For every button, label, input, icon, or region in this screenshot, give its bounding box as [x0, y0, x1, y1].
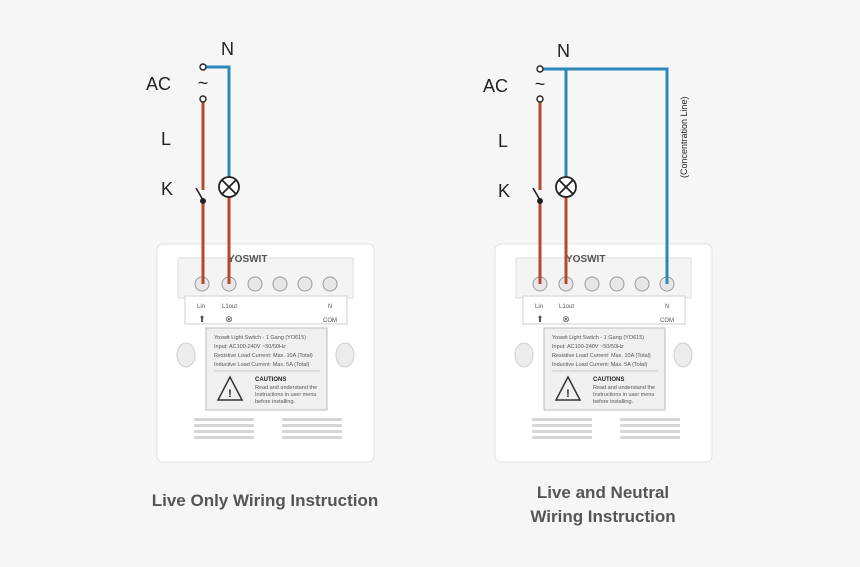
ac-wave-icon: ~ — [535, 74, 546, 94]
lamp-icon — [555, 176, 577, 198]
caution-line-2: Instructions in user menu — [593, 392, 654, 398]
terminal-label-com: COM — [323, 318, 337, 324]
label-k: K — [161, 179, 173, 199]
warning-triangle-icon — [554, 375, 582, 401]
label-ac: AC — [483, 76, 508, 96]
caution-line-1: Read and understand the — [593, 385, 655, 391]
ac-source-symbol — [199, 63, 207, 103]
switch-k-symbol — [195, 187, 207, 205]
terminal-label-n: N — [328, 304, 332, 310]
info-input: Input: AC100-240V ~50/50Hz — [214, 344, 286, 350]
up-arrow-icon: ⬆ — [198, 314, 206, 324]
lamp-small-icon: ⊗ — [562, 314, 570, 324]
label-ac: AC — [146, 74, 171, 94]
brand-logo: YOSWIT — [228, 254, 267, 265]
info-inductive: Inductive Load Current: Max. 5A (Total) — [552, 362, 648, 368]
concentration-line-wire — [566, 67, 669, 284]
cautions-heading: CAUTIONS — [593, 377, 624, 383]
svg-text:!: ! — [566, 388, 570, 400]
lamp-icon — [218, 176, 240, 198]
ac-wave-icon: ~ — [198, 73, 209, 93]
caution-line-2: Instructions in user menu — [255, 392, 316, 398]
switch-k-symbol — [532, 187, 544, 205]
live-only-wiring-svg: ! ⬆ ⊗ YOSWIT Lin L1out N COM Yoswit Ligh… — [146, 39, 375, 463]
switch-device: ! ⬆ ⊗ — [494, 243, 713, 463]
info-title: Yoswit Light Switch - 1 Gang (YO615) — [552, 335, 644, 341]
label-k: K — [498, 181, 510, 201]
label-l: L — [498, 131, 508, 151]
cautions-heading: CAUTIONS — [255, 377, 286, 383]
warning-triangle-icon — [216, 375, 244, 401]
terminal-label-com: COM — [660, 318, 674, 324]
label-n: N — [557, 41, 570, 61]
caption-live-neutral-line-1: Live and Neutral — [536, 483, 670, 502]
caption-live-neutral-line-2: Wiring Instruction — [530, 507, 676, 526]
terminal-label-l1out: L1out — [222, 304, 237, 310]
switch-device: ! ⬆ ⊗ — [156, 243, 375, 463]
svg-text:!: ! — [228, 388, 232, 400]
caution-line-3: before installing. — [593, 399, 634, 405]
up-arrow-icon: ⬆ — [536, 314, 544, 324]
lamp-small-icon: ⊗ — [225, 314, 233, 324]
info-resistive: Resistive Load Current: Max. 10A (Total) — [552, 353, 651, 359]
label-l: L — [161, 129, 171, 149]
live-neutral-diagram: ! ⬆ ⊗ YOSWIT Lin L1out N COM Yoswit Ligh… — [430, 0, 860, 567]
info-input: Input: AC100-240V ~50/50Hz — [552, 344, 624, 350]
ac-source-symbol — [536, 65, 544, 103]
live-only-diagram: ! ⬆ ⊗ YOSWIT Lin L1out N COM Yoswit Ligh… — [146, 39, 379, 510]
caution-line-3: before installing. — [255, 399, 296, 405]
caption-live-only: Live Only Wiring Instruction — [151, 491, 379, 510]
info-inductive: Inductive Load Current: Max. 5A (Total) — [214, 362, 310, 368]
neutral-wire — [206, 65, 231, 177]
brand-logo: YOSWIT — [566, 254, 605, 265]
live-neutral-wiring-svg: ! ⬆ ⊗ YOSWIT Lin L1out N COM Yoswit Ligh… — [483, 41, 713, 463]
info-resistive: Resistive Load Current: Max. 10A (Total) — [214, 353, 313, 359]
terminal-label-n: N — [665, 304, 669, 310]
terminal-label-lin: Lin — [535, 304, 543, 310]
concentration-line-label: (Concentration Line) — [679, 96, 689, 178]
terminal-label-l1out: L1out — [559, 304, 574, 310]
info-title: Yoswit Light Switch - 1 Gang (YO615) — [214, 335, 306, 341]
terminal-label-lin: Lin — [197, 304, 205, 310]
caution-line-1: Read and understand the — [255, 385, 317, 391]
neutral-wire — [543, 67, 568, 177]
label-n: N — [221, 39, 234, 59]
